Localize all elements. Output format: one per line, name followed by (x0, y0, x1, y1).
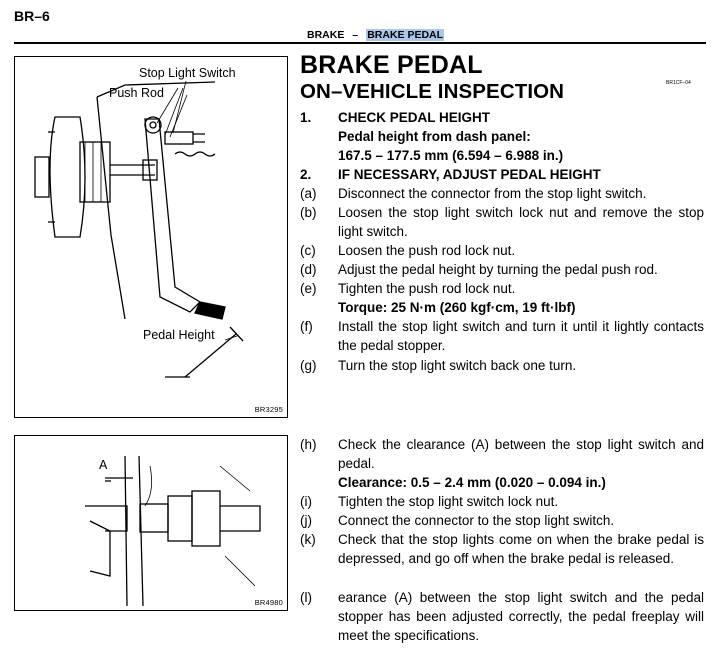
page-number: BR–6 (14, 8, 50, 24)
figure-code: BR3295 (254, 405, 283, 414)
figure-pedal-height: Stop Light Switch Push Rod Pedal Height … (14, 56, 288, 418)
substep-label: (f) (300, 319, 313, 334)
clearance-illustration (85, 455, 261, 607)
substep-label: (d) (300, 262, 317, 277)
substep-text: Check that the stop lights come on when … (338, 532, 704, 566)
torque-text: Torque: 25 N·m (260 kgf·cm, 19 ft·lbf) (338, 300, 576, 315)
substep-text: Connect the connector to the stop light … (338, 513, 615, 528)
substep-label: (e) (300, 281, 317, 296)
substep-text: Tighten the push rod lock nut. (338, 281, 516, 296)
label-clearance-a: A (99, 458, 108, 472)
label-push-rod: Push Rod (109, 86, 164, 100)
substep-text: earance (A) between the stop light switc… (338, 590, 704, 643)
substep-text: Install the stop light switch and turn i… (338, 319, 704, 353)
label-pedal-height: Pedal Height (143, 328, 215, 342)
substep-label: (k) (300, 532, 316, 547)
substep-label: (b) (300, 205, 317, 220)
header-rule (14, 42, 706, 44)
substep-label: (j) (300, 513, 312, 528)
substep-text: Tighten the stop light switch lock nut. (338, 494, 559, 509)
label-stop-light-switch: Stop Light Switch (139, 66, 236, 80)
step-label: 1. (300, 110, 312, 125)
page-title: BRAKE PEDAL (300, 51, 483, 79)
spec-text: 167.5 – 177.5 mm (6.594 – 6.988 in.) (338, 148, 564, 163)
substep-text: Adjust the pedal height by turning the p… (338, 262, 658, 277)
breadcrumb-subsection[interactable]: BRAKE PEDAL (366, 29, 445, 41)
substep-text: Turn the stop light switch back one turn… (338, 358, 577, 373)
clearance-text: Clearance: 0.5 – 2.4 mm (0.020 – 0.094 i… (338, 475, 606, 490)
step-text: IF NECESSARY, ADJUST PEDAL HEIGHT (338, 167, 601, 182)
substep-label: (i) (300, 494, 312, 509)
breadcrumb: BRAKE–BRAKE PEDAL (307, 29, 445, 41)
substep-label: (l) (300, 590, 312, 605)
substep-label: (g) (300, 358, 317, 373)
substep-text: Disconnect the connector from the stop l… (338, 186, 647, 201)
substep-label: (c) (300, 243, 316, 258)
section-title: ON–VEHICLE INSPECTION (300, 80, 565, 103)
breadcrumb-separator: – (352, 29, 359, 41)
spec-text: Pedal height from dash panel: (338, 129, 531, 144)
substep-text: Loosen the push rod lock nut. (338, 243, 516, 258)
substep-label: (h) (300, 437, 317, 452)
breadcrumb-section[interactable]: BRAKE (307, 29, 345, 41)
substep-text: Check the clearance (A) between the stop… (338, 437, 704, 471)
source-code: BR1CF–04 (666, 80, 691, 86)
figure-code: BR4980 (254, 598, 283, 607)
step-text: CHECK PEDAL HEIGHT (338, 110, 491, 125)
step-label: 2. (300, 167, 312, 182)
pedal-illustration (34, 80, 244, 378)
substep-text: Loosen the stop light switch lock nut an… (338, 205, 704, 239)
substep-label: (a) (300, 186, 317, 201)
figure-clearance: A BR4980 (14, 435, 288, 611)
